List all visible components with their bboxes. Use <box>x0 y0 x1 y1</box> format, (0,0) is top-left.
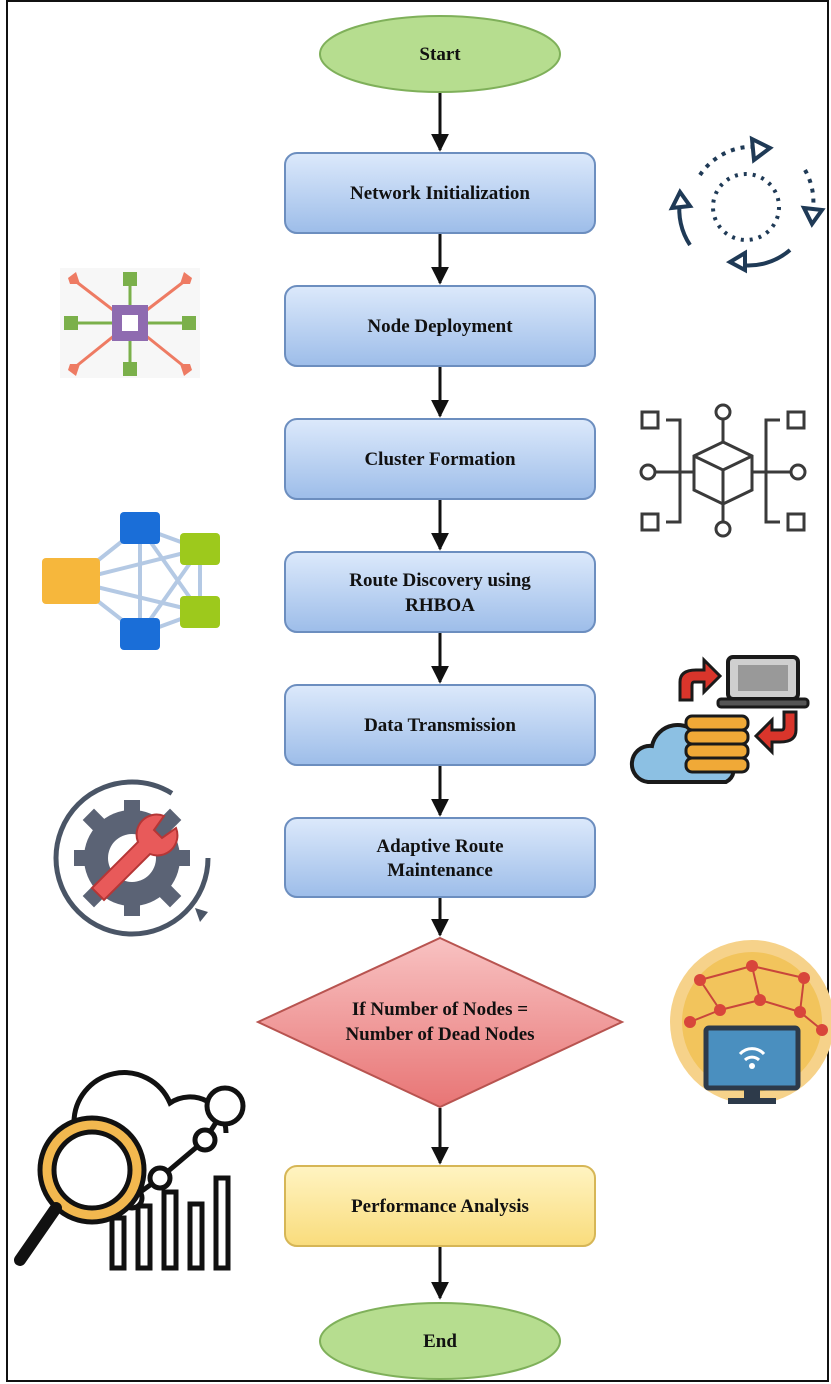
graph-nodes-icon <box>42 512 220 650</box>
step-node-deployment-label: Node Deployment <box>367 316 513 337</box>
decision-label-line2: Number of Dead Nodes <box>345 1024 534 1045</box>
step-data-transmission: Data Transmission <box>284 684 596 766</box>
search-analytics-icon: ... <box>14 1070 246 1271</box>
step-performance-analysis: Performance Analysis <box>284 1165 596 1247</box>
end-label: End <box>423 1331 457 1352</box>
start-terminal: Start <box>319 15 561 93</box>
step-cluster-formation: Cluster Formation <box>284 418 596 500</box>
step-cluster-formation-label: Cluster Formation <box>364 449 516 470</box>
step-route-discovery: Route Discovery using RHBOA <box>284 551 596 633</box>
step-node-deployment: Node Deployment <box>284 285 596 367</box>
step-adaptive-label-line1: Adaptive Route <box>376 836 503 857</box>
step-adaptive-label-line2: Maintenance <box>387 860 493 881</box>
step-route-discovery-label-line1: Route Discovery using <box>349 570 531 591</box>
step-adaptive-route-maintenance: Adaptive Route Maintenance <box>284 817 596 898</box>
step-route-discovery-label-line2: RHBOA <box>405 595 475 616</box>
refresh-cycle-icon <box>668 135 826 274</box>
network-hub-icon <box>60 268 200 378</box>
step-performance-analysis-label: Performance Analysis <box>351 1196 529 1217</box>
decision-dead-nodes: If Number of Nodes = Number of Dead Node… <box>255 936 625 1109</box>
step-network-initialization-label: Network Initialization <box>350 183 530 204</box>
cube-network-icon <box>639 403 807 538</box>
step-network-initialization: Network Initialization <box>284 152 596 234</box>
end-terminal: End <box>319 1302 561 1380</box>
cloud-data-transfer-icon <box>629 655 810 784</box>
gear-wrench-icon <box>53 779 211 937</box>
decision-label-line1: If Number of Nodes = <box>352 999 528 1020</box>
globe-network-monitor-icon <box>670 940 831 1104</box>
step-data-transmission-label: Data Transmission <box>364 715 516 736</box>
start-label: Start <box>419 44 461 65</box>
